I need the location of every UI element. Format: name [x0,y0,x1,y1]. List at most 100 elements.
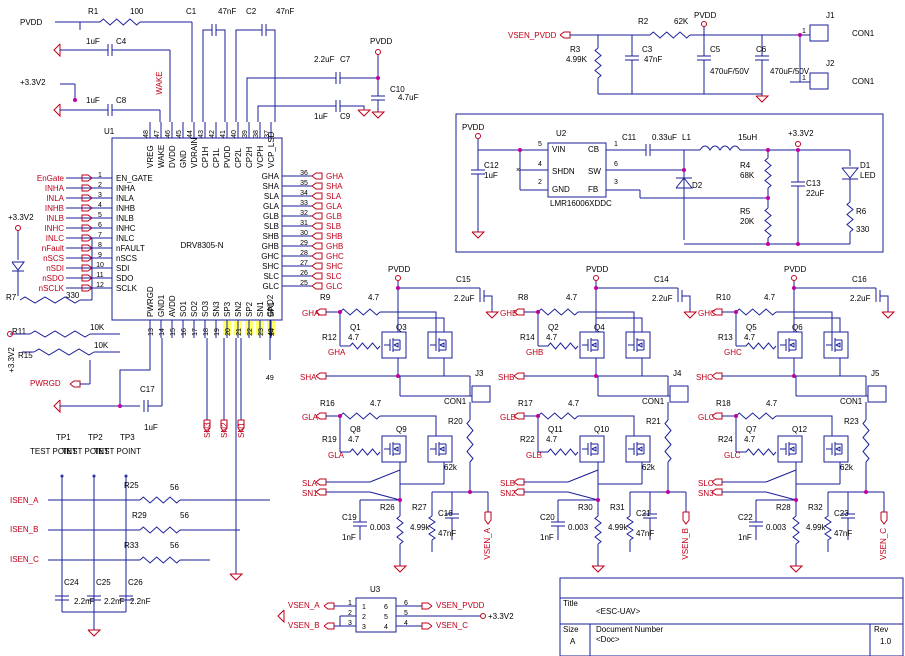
phase-rgl-ref: R16 [320,399,335,408]
u2-fb: FB [588,185,598,194]
u1-pin-number: 38 [253,130,260,138]
low-side-mosfet-icon [823,435,849,463]
phase-rd-ref: R21 [646,417,661,426]
wire [793,300,841,332]
junction-dot [396,374,400,378]
net-label-left: nSCLK [39,284,65,293]
c1-capacitor [211,24,217,36]
r4-ref: R4 [740,161,751,170]
phase-ctop-ref: C14 [654,275,669,284]
c25-ref: C25 [96,578,111,587]
phase-output-connector[interactable] [669,385,689,403]
phase-low-gate-resistor [735,412,777,420]
net-tag-icon [311,282,323,290]
u1-pin-number: 48 [143,130,150,138]
u2-gnd: GND [552,185,570,194]
u1-pin-number: 40 [231,130,238,138]
c12-capacitor [471,169,485,175]
wire [246,77,336,122]
u2-part: LMR16006XDDC [550,199,612,208]
phase-j-ref: J4 [673,369,682,378]
c5-val: 470uF/50V [710,67,750,76]
j1-connector[interactable] [809,24,829,42]
test-point-ref: TP1 [56,433,71,442]
sn-label: SN2 [220,422,229,438]
c6-ref: C6 [756,45,767,54]
r25-ref: R25 [124,481,139,490]
u1-pin-name: SN3 [212,301,221,317]
phase-low-parallel-resistor [745,448,777,456]
u1-drv8305-body [111,137,283,321]
u1-pin-name: SN2 [234,301,243,317]
u1-pin-number: 19 [214,328,221,336]
phase-rd-ref: R20 [448,417,463,426]
u1-pin-number: 31 [300,220,308,227]
u1-pin-number: 11 [96,272,103,279]
v33-port-icon [795,141,801,147]
r15-val: 10K [94,341,109,350]
ground-symbol [591,565,606,573]
net-tag-icon [323,622,335,630]
phase-rp-ref: R12 [322,333,337,342]
net-tag-icon [81,214,93,222]
pvdd-label-buck: PVDD [462,123,484,132]
r1-val: 100 [130,7,144,16]
u2-p3: 3 [614,179,618,186]
r15-resistor [33,348,95,356]
test-point-ref: TP2 [88,433,103,442]
phase-parallel-resistor [547,342,579,350]
net-tag-icon [81,174,93,182]
u1-pin-number: 9 [98,252,102,259]
phase-shunt-capacitor [353,521,367,527]
u1-pin-name: GND [179,150,188,168]
phase-cs-ref: C19 [342,513,357,522]
net-tag-icon [81,284,93,292]
u1-pin-name: VCP_LSD [267,131,276,168]
r3-resistor [594,47,602,79]
r7-val: 330 [66,291,80,300]
c13-ref: C13 [806,179,821,188]
net-label-left: nSDI [46,264,64,273]
r3-ref: R3 [570,45,581,54]
phase-qa-ref: Q2 [548,323,559,332]
net-tag-icon [81,264,93,272]
u1-pin-name: INLA [116,194,134,203]
u1-pin-name: SLB [264,222,279,231]
phase-gh-label-2: GHC [724,348,742,357]
u1-pin-name: SCLK [116,284,138,293]
phase-ctop-val: 2.2uF [454,294,475,303]
u1-pin-number: 32 [300,210,308,217]
c7-capacitor [335,72,341,84]
ground-symbol [53,399,61,414]
phase-cs-val: 1nF [540,533,554,542]
net-tag-icon [81,194,93,202]
phase-output-connector[interactable] [867,385,887,403]
phase-sh-label: SHB [498,373,514,382]
d1-val: LED [860,171,876,180]
pvdd-port-icon [395,275,401,281]
j2-connector[interactable] [809,72,829,90]
junction-dot [338,310,342,314]
junction-dot [864,490,868,494]
phase-rpl-val: 4.7 [546,435,558,444]
u1-pin-number: 49 [268,328,275,336]
d2-ref: D2 [692,181,703,190]
junction-dot [118,404,122,408]
u1-pin-number: 27 [300,260,308,267]
r5-resistor [764,207,772,239]
pvdd-label-top: PVDD [370,37,392,46]
u1-pin-number: 13 [148,328,155,336]
u3-pin-num: 5 [404,610,408,617]
junction-dot [518,148,522,152]
wire [567,469,599,483]
phase-gate-resistor [339,308,381,316]
pvdd-label-phase: PVDD [784,265,806,274]
c11-val: 0.33uF [652,133,677,142]
phase-parallel-resistor [349,342,381,350]
r6-val: 330 [856,225,870,234]
phase-rgl-val: 4.7 [370,399,382,408]
phase-output-connector[interactable] [471,385,491,403]
u1-pin-number: 15 [170,328,177,336]
phase-shunt-resistor [792,515,800,545]
